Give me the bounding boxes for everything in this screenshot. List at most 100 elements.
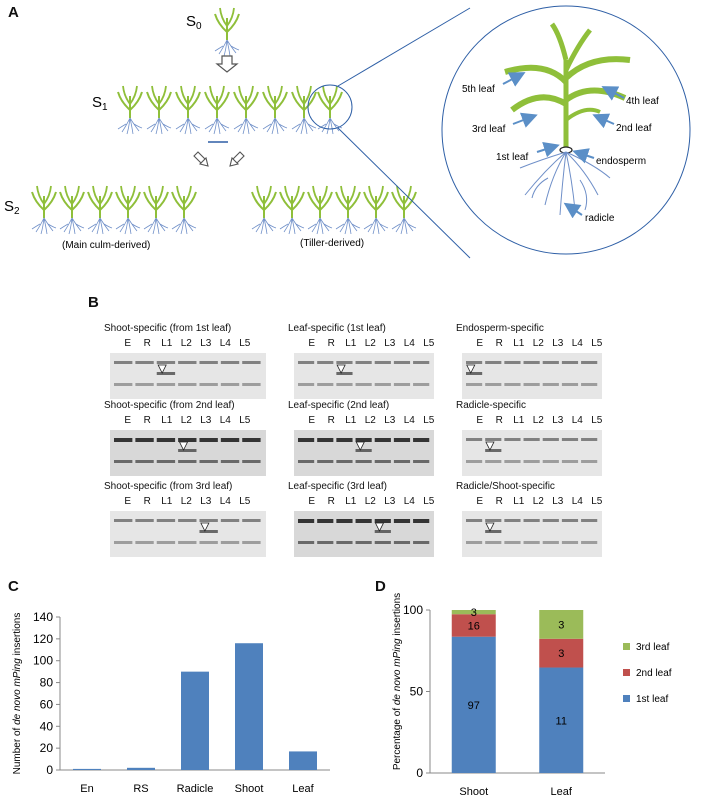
gel-band xyxy=(156,438,176,442)
gel-band xyxy=(542,460,559,463)
lane-label: E xyxy=(124,338,132,349)
gel-title: Shoot-specific (from 2nd leaf) xyxy=(104,400,235,411)
s2-label: S2 xyxy=(4,198,20,217)
gel-band xyxy=(156,383,176,386)
y-tick-label: 50 xyxy=(410,685,424,699)
lane-label: L2 xyxy=(532,338,544,349)
lane-label: L4 xyxy=(571,338,583,349)
gel-band xyxy=(242,361,261,364)
y-tick-label: 0 xyxy=(46,763,53,777)
gel-band xyxy=(355,383,372,386)
s2-main-culm-plants xyxy=(31,185,197,235)
gel-band xyxy=(178,460,197,463)
gel-band xyxy=(336,541,353,544)
x-tick-label: Shoot xyxy=(459,786,488,798)
gel-band xyxy=(504,438,521,441)
gel-band xyxy=(374,519,391,523)
stacked-bar-segment xyxy=(451,636,496,773)
gel-band xyxy=(355,460,372,463)
gel-title: Leaf-specific (2nd leaf) xyxy=(288,400,390,411)
gel-band xyxy=(504,383,521,386)
bar xyxy=(181,671,209,770)
lane-label: L5 xyxy=(423,338,435,349)
s2-tiller-plants xyxy=(251,185,417,235)
gel-image xyxy=(462,511,602,557)
lane-label: L3 xyxy=(384,338,396,349)
gel-band xyxy=(504,361,521,364)
gel-band xyxy=(374,541,391,544)
gel-image xyxy=(110,430,266,476)
lane-label: L3 xyxy=(200,415,212,426)
arrowhead-marker-icon xyxy=(485,441,495,451)
gel-band xyxy=(374,383,391,386)
gel-band xyxy=(393,519,411,523)
y-tick-label: 100 xyxy=(33,654,53,668)
lane-label: E xyxy=(308,338,316,349)
lane-label: L5 xyxy=(423,496,435,507)
x-tick-label: Radicle xyxy=(177,783,214,795)
specific-band xyxy=(199,530,218,533)
gel-band xyxy=(561,383,579,386)
gel-band xyxy=(393,383,411,386)
lane-label: L5 xyxy=(423,415,435,426)
gel-band xyxy=(485,361,502,364)
label-endosperm: endosperm xyxy=(596,156,646,167)
gel-band xyxy=(114,541,133,544)
gel-band xyxy=(485,438,502,441)
gel-band xyxy=(523,460,540,463)
gel-band xyxy=(156,519,176,522)
gel-band xyxy=(542,541,559,544)
gel-band xyxy=(220,519,240,522)
lane-label: L1 xyxy=(513,496,525,507)
specific-band xyxy=(466,372,483,375)
gel-band xyxy=(199,383,218,386)
gel-band xyxy=(199,460,218,463)
data-label: 3 xyxy=(471,607,477,619)
arrowhead-marker-icon xyxy=(178,441,189,451)
bar xyxy=(235,643,263,770)
x-tick-label: En xyxy=(80,783,93,795)
gel-band xyxy=(466,438,483,441)
stacked-bar-segment xyxy=(539,638,584,668)
gel-band xyxy=(178,438,197,442)
lane-label: L2 xyxy=(364,496,376,507)
gel-band xyxy=(336,438,353,442)
plant-part-labels: 5th leaf 4th leaf 3rd leaf 2nd leaf 1st … xyxy=(462,84,659,224)
stacked-bar-segment xyxy=(451,610,496,615)
gel-band xyxy=(317,541,334,544)
specific-band xyxy=(178,449,197,452)
leaf-label-arrows xyxy=(502,72,625,219)
lane-label: E xyxy=(124,496,132,507)
gel-band xyxy=(413,438,430,442)
arrowhead-marker-icon xyxy=(466,364,476,374)
gel-band xyxy=(317,383,334,386)
y-tick-label: 140 xyxy=(33,610,53,624)
lane-label: R xyxy=(495,338,503,349)
plant-schematic: S0 S1 S2 (Main culm-derived) (Tiller-der… xyxy=(4,5,691,259)
lane-label: L1 xyxy=(513,415,525,426)
gel-band xyxy=(114,460,133,463)
gel-band xyxy=(220,383,240,386)
gel-band xyxy=(413,383,430,386)
lane-label: L2 xyxy=(364,338,376,349)
lane-label: L1 xyxy=(161,338,173,349)
gel-band xyxy=(298,383,315,386)
gel-band xyxy=(156,541,176,544)
arrowhead-marker-icon xyxy=(355,441,365,451)
lane-label: E xyxy=(476,415,484,426)
lane-label: R xyxy=(143,338,151,349)
lane-label: L4 xyxy=(571,415,583,426)
bar xyxy=(289,751,317,770)
gel-band xyxy=(393,361,411,364)
panel-label-d: D xyxy=(375,578,386,595)
gel-band xyxy=(298,460,315,463)
lane-label: E xyxy=(476,338,484,349)
stacked-bar-segment xyxy=(539,667,584,773)
gel-band xyxy=(242,383,261,386)
gel-band xyxy=(135,541,154,544)
lane-label: L5 xyxy=(591,338,603,349)
gel-band xyxy=(393,438,411,442)
